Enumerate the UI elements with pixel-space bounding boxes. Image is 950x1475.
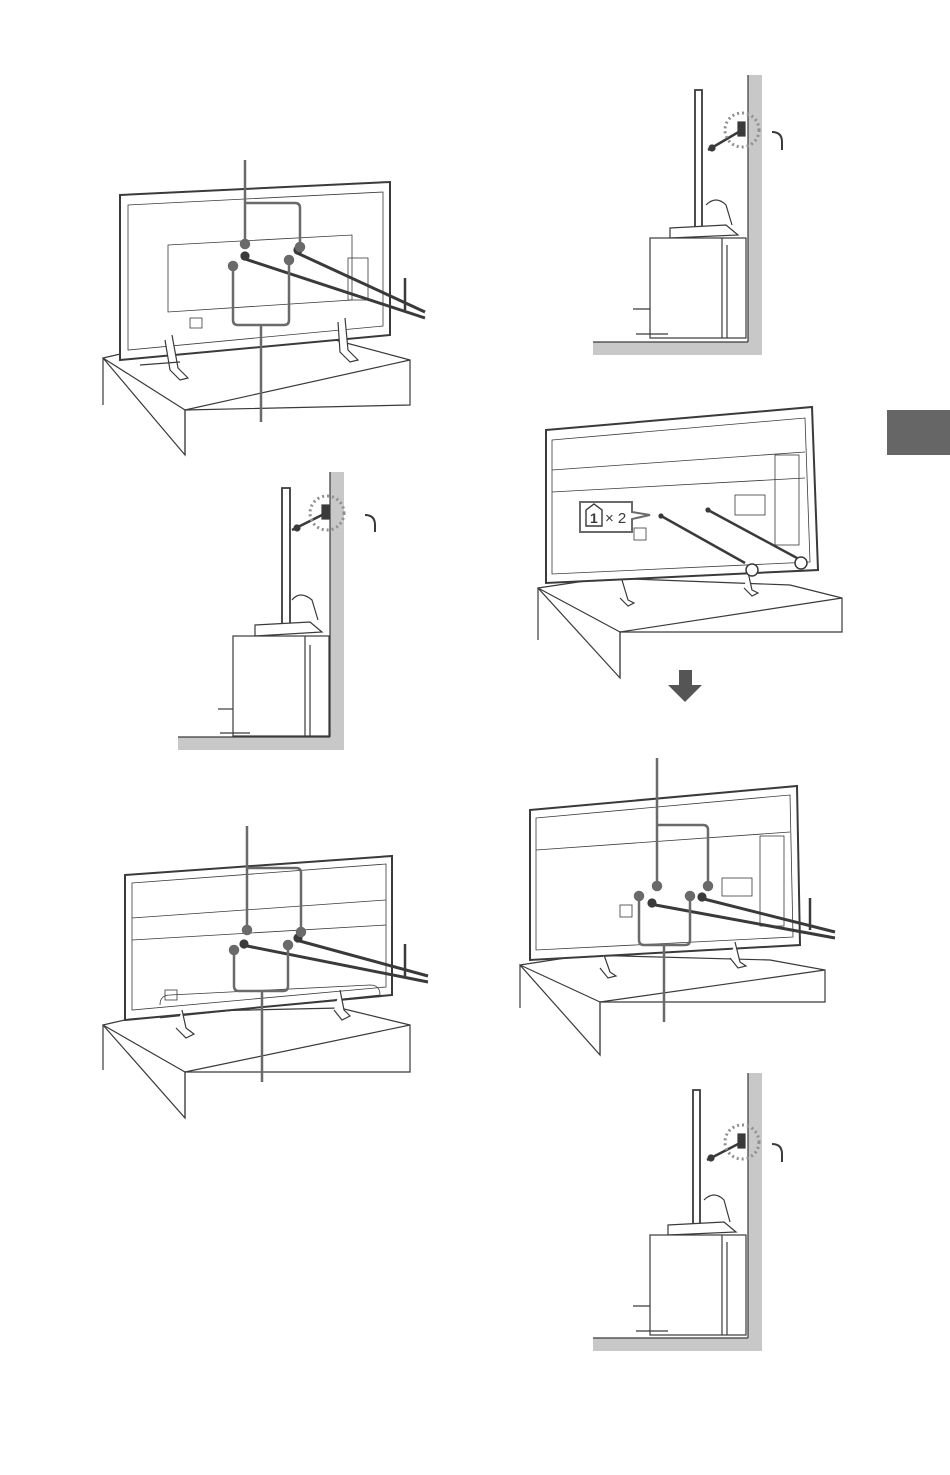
tv-rear-view-2: [103, 856, 428, 1118]
side-view-wall-3: [593, 1073, 782, 1351]
callout-quantity: × 2: [605, 510, 626, 527]
side-view-wall-2: [593, 75, 782, 355]
callout-part-number: 1: [590, 510, 598, 526]
down-arrow-icon: [668, 670, 702, 702]
side-view-wall-1: [178, 472, 375, 750]
tv-rear-screw-insert: [538, 407, 842, 678]
tv-rear-view-3: [520, 786, 835, 1055]
tv-rear-view-1: [103, 182, 425, 455]
